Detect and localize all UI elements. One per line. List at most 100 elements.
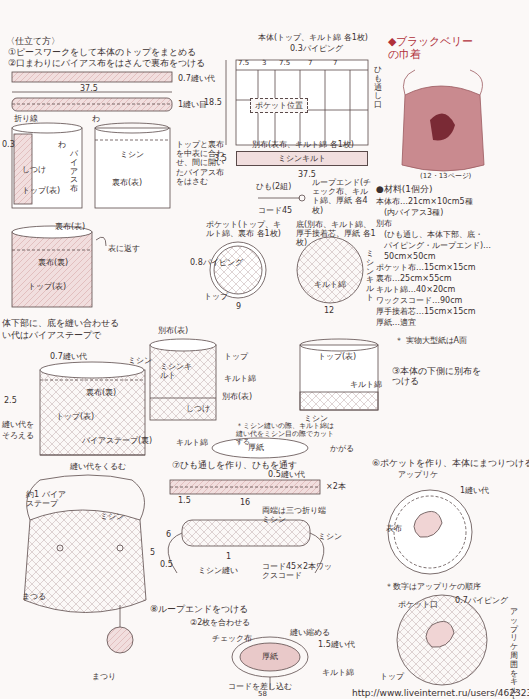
label: 別布(表布、キルト綿 各1枚): [252, 140, 354, 149]
label: まつる: [22, 592, 46, 601]
label: ミシン: [304, 414, 328, 423]
label: 1: [226, 552, 231, 561]
label: 縫い代をくるむ: [70, 462, 126, 471]
label: 縫い縮める: [290, 628, 330, 637]
label: ②2枚を合わせる: [190, 618, 250, 627]
label: トップ: [224, 352, 248, 361]
label: 9: [236, 302, 241, 311]
label: 0.3パイピング: [290, 44, 343, 53]
label: キルト綿…40×20cm: [376, 285, 455, 294]
label: 体下部に、底を縫い合わせる: [2, 318, 119, 328]
label: 表に返す: [108, 244, 140, 253]
label: わ: [58, 140, 66, 149]
label: 別布: [376, 219, 392, 228]
label: トップ(表): [56, 412, 94, 421]
label: 厚手接着芯…15cm×15cm: [376, 307, 475, 316]
label: 厚紙: [262, 652, 278, 661]
label: キルト綿: [350, 380, 382, 389]
label: ⑧ループエンドをつける: [150, 604, 248, 614]
label: バイアス布: [70, 150, 78, 194]
label: 裏布(裏): [38, 258, 68, 267]
label: 3.5: [214, 154, 227, 163]
label: トップ(表): [22, 186, 60, 195]
label: 裏布…25cm×55cm: [376, 274, 451, 283]
label: アップリケ周囲をキルト: [510, 608, 518, 699]
label: ミシンキルト: [160, 362, 196, 380]
label: 0.7縫い代: [178, 74, 215, 83]
label: ＊数字はアップリケの順序: [385, 582, 481, 591]
pocket-position-box: ポケット位置: [250, 98, 308, 113]
label: 6: [166, 530, 171, 539]
label: ミシン: [318, 532, 342, 541]
label: コードを差し込む: [228, 682, 292, 691]
label: 1縫い目: [178, 100, 207, 109]
label: 0.3: [2, 140, 15, 149]
label: トップ(表): [28, 282, 66, 291]
label: ループエンド(チェック布、キルト綿、厚紙 各4枚): [312, 178, 374, 215]
label: かがる: [330, 444, 354, 453]
label: 7.5: [279, 59, 290, 67]
label: ●材料(1個分): [376, 184, 433, 194]
label: 3: [262, 59, 266, 67]
label: 折り線: [14, 114, 38, 123]
label: ＊ミシン縫いの際、キルト綿は縫い代をミシン目の際でカットする: [236, 422, 336, 446]
label: まつり: [92, 672, 116, 681]
label: 5: [150, 548, 155, 557]
label: キルト綿: [176, 438, 208, 447]
label: ＊ 実物大型紙はA面: [395, 336, 467, 345]
label: 別布(表): [158, 326, 188, 335]
label: 58: [258, 690, 267, 698]
label: ひも(2組): [256, 182, 291, 191]
label: 表布: [386, 524, 402, 533]
label: 底(別布、キルト綿、厚手接着芯、厚紙 各1枚): [296, 220, 376, 248]
label: ⑥ポケットを作り、本体にまつりつける: [372, 458, 529, 468]
label: ポケット(トップ、キルト綿、裏布 各1枚): [206, 220, 282, 238]
label: チェック布: [212, 634, 252, 643]
machine-quilt-band: ミシンキルト: [236, 151, 368, 166]
label: アップリケ: [398, 470, 438, 479]
label: 0.8パイピング: [190, 258, 243, 267]
label: 本体布…21cm×10cm5種: [376, 197, 473, 206]
label: トップ: [380, 672, 404, 681]
label: ミシン: [100, 512, 124, 521]
label: 裏布(裏): [86, 388, 116, 397]
label: ミシンキルト: [366, 250, 374, 303]
label: ⑦ひも通しを作り、ひもを通す: [172, 460, 297, 470]
label: 約1 バイアステープ: [26, 490, 66, 508]
label: (12・13ページ): [420, 172, 471, 180]
label: 〈仕立て方〉: [6, 36, 60, 46]
label: 両端は三つ折り端ミシン: [262, 506, 332, 524]
label: 裏布(表): [55, 222, 85, 231]
label: 2.5: [4, 396, 17, 405]
label: 0.7縫い代: [50, 352, 87, 361]
label: ×2本: [326, 482, 346, 491]
label: しつけ: [22, 165, 46, 174]
label: (ひも通し、本体下部、底・: [384, 230, 483, 239]
label: ワックスコード…90cm: [376, 296, 462, 305]
label: コード45×2本ワックスコード: [262, 562, 336, 580]
label: キルト綿: [314, 280, 346, 289]
label: 0.7パイピング: [455, 596, 508, 605]
label: コード45: [258, 206, 292, 215]
label: 0.5: [160, 560, 173, 569]
label: 1.5縫い代: [318, 640, 355, 649]
label: ポケット口: [398, 600, 438, 609]
label: 18.5: [204, 98, 222, 107]
label: ③本体の下側に別布をつける: [392, 366, 482, 387]
label: トップ: [204, 292, 228, 301]
label: 7: [333, 59, 337, 67]
label: 厚紙…適宜: [376, 318, 416, 327]
label: キルト綿: [224, 374, 256, 383]
label: 7.5: [238, 59, 249, 67]
label: 1.5: [178, 496, 191, 505]
label: ミシン縫い: [198, 566, 238, 575]
label: 1縫い代: [460, 486, 489, 495]
label: 37.5: [298, 170, 316, 179]
node-text: ポケット位置: [255, 101, 303, 110]
label: ミシン: [128, 356, 152, 365]
node-text: ミシンキルト: [241, 154, 363, 163]
label: ◆ブラックベリーの巾着: [388, 36, 478, 61]
label: しつけ: [186, 404, 210, 413]
label: 縫い代を: [2, 420, 34, 429]
